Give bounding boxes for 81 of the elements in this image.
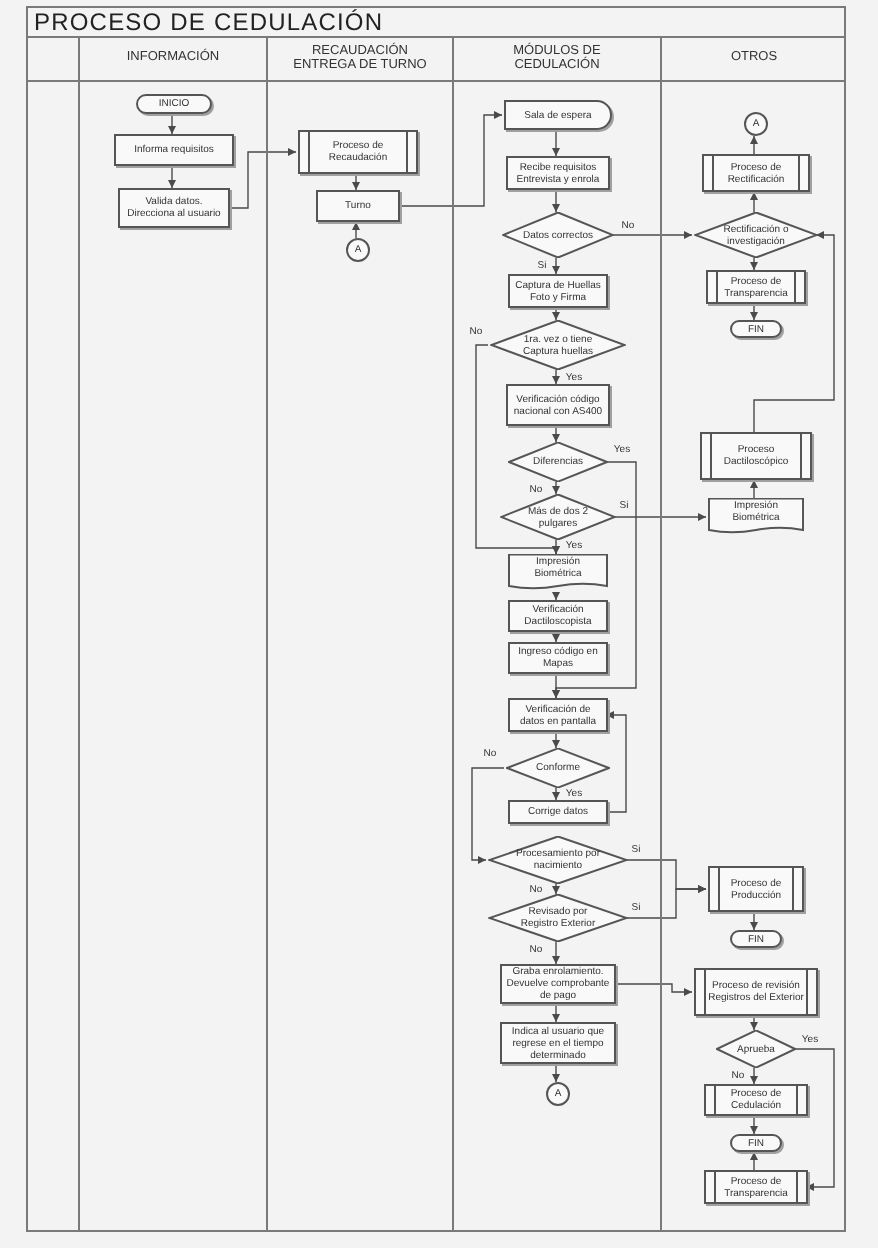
flow-arrow: [552, 631, 560, 643]
flow-arrow: [552, 481, 560, 495]
flow-arrow: [552, 189, 560, 213]
document-shape: [708, 498, 804, 536]
process-box: [508, 642, 608, 674]
process-box: [508, 274, 608, 308]
flow-arrow: [552, 539, 560, 555]
decision-diamond: [490, 320, 626, 370]
decision-diamond: [694, 212, 818, 258]
subprocess-box: [700, 432, 812, 480]
decision-diamond: [488, 836, 628, 884]
flow-arrow: [750, 1115, 758, 1135]
terminator-pill: [730, 320, 782, 338]
flow-arrow: [552, 129, 560, 157]
flow-arrow: [605, 711, 627, 813]
flow-arrow: [168, 113, 176, 135]
flow-arrow: [552, 941, 560, 965]
flow-arrow: [613, 513, 707, 521]
terminator-pill: [136, 94, 212, 114]
flow-arrow: [552, 731, 560, 749]
flow-arrow: [552, 591, 560, 601]
process-box: [114, 134, 234, 166]
flow-arrow: [552, 1003, 560, 1023]
subprocess-box: [706, 270, 806, 304]
swimlane: [660, 36, 846, 1232]
flow-arrow: [352, 173, 360, 191]
flow-arrow: [750, 1067, 758, 1085]
process-box: [508, 698, 608, 732]
flow-arrow: [352, 221, 360, 239]
flow-arrow: [227, 148, 297, 209]
flow-arrow: [750, 479, 758, 499]
decision-diamond: [502, 212, 614, 258]
flow-arrow: [613, 983, 693, 996]
subprocess-box: [298, 130, 418, 174]
swimlane: [78, 36, 266, 1232]
delay-shape: [504, 100, 612, 130]
swimlane: [266, 36, 452, 1232]
flow-arrow: [625, 885, 707, 919]
process-box: [500, 1022, 616, 1064]
flow-arrow: [552, 673, 560, 699]
flow-arrow: [552, 257, 560, 275]
decision-diamond: [506, 748, 610, 788]
flow-arrow: [552, 307, 560, 321]
document-shape: [508, 554, 608, 592]
flow-arrow: [750, 135, 758, 155]
process-box: [506, 156, 610, 190]
process-box: [118, 188, 230, 228]
decision-diamond: [716, 1030, 796, 1068]
decision-diamond: [500, 494, 616, 540]
flow-arrow: [750, 303, 758, 321]
flow-arrow: [168, 165, 176, 189]
flow-arrow: [552, 883, 560, 895]
terminator-pill: [730, 930, 782, 948]
flow-arrow: [750, 1015, 758, 1031]
subprocess-box: [694, 968, 818, 1016]
process-box: [508, 800, 608, 824]
subprocess-box: [702, 154, 810, 192]
flow-arrow: [397, 111, 503, 207]
process-box: [508, 600, 608, 632]
subprocess-box: [704, 1170, 808, 1204]
subprocess-box: [704, 1084, 808, 1116]
flow-arrow: [750, 257, 758, 271]
flow-arrow: [471, 767, 505, 864]
decision-diamond: [488, 894, 628, 942]
process-box: [506, 384, 610, 426]
flow-arrow: [750, 1151, 758, 1171]
flow-arrow: [753, 231, 835, 433]
diagram-title: PROCESO DE CEDULACIÓN: [34, 10, 384, 36]
subprocess-box: [708, 866, 804, 912]
flow-arrow: [750, 191, 758, 213]
flow-arrow: [552, 369, 560, 385]
flow-arrow: [552, 1063, 560, 1083]
flow-arrow: [793, 1048, 835, 1191]
flow-arrow: [750, 911, 758, 931]
process-box: [316, 190, 400, 222]
decision-diamond: [508, 442, 608, 482]
swimlane: [452, 36, 660, 1232]
flow-arrow: [552, 787, 560, 801]
terminator-pill: [730, 1134, 782, 1152]
flow-arrow: [552, 425, 560, 443]
flow-arrow: [611, 231, 693, 239]
